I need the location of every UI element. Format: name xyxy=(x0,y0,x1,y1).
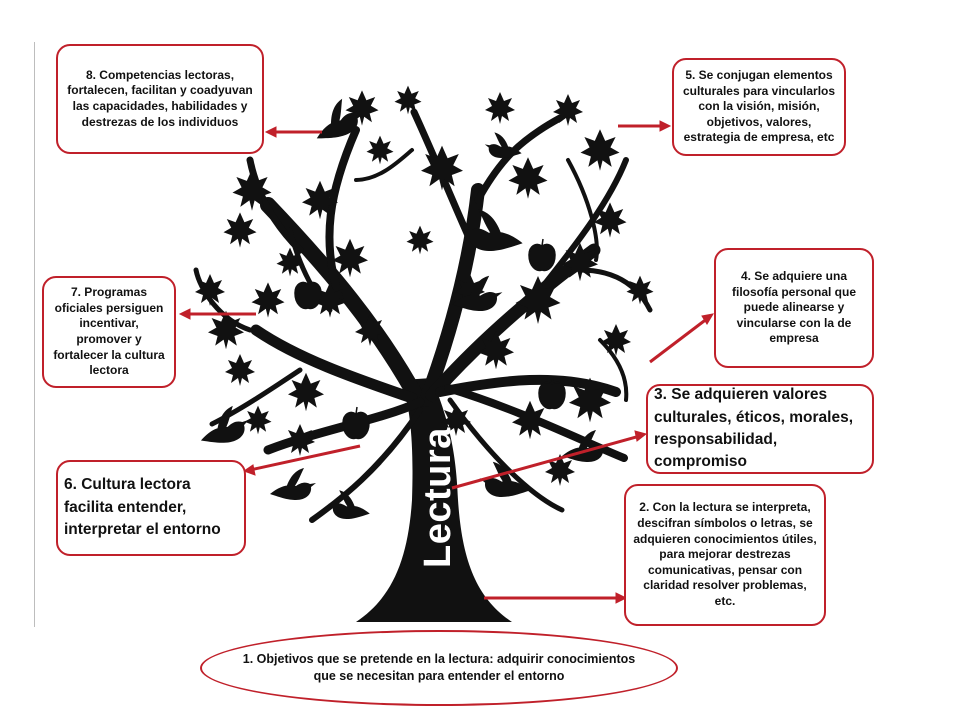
box-8-text: 8. Competencias lectoras, fortalecen, fa… xyxy=(67,67,253,129)
oval-1-objetivos: 1. Objetivos que se pretende en la lectu… xyxy=(200,630,678,706)
box-4-filosofia: 4. Se adquiere una filosofía personal qu… xyxy=(714,248,874,368)
box-3-valores: 3. Se adquieren valores culturales, étic… xyxy=(646,384,874,474)
box-5-text: 5. Se conjugan elementos culturales para… xyxy=(682,68,836,145)
box-2-interpreta: 2. Con la lectura se interpreta, descifr… xyxy=(624,484,826,626)
trunk-label: Lectura xyxy=(417,427,459,568)
box-4-text: 4. Se adquiere una filosofía personal qu… xyxy=(731,269,857,346)
box-6-cultura: 6. Cultura lectora facilita entender, in… xyxy=(56,460,246,556)
box-5-conjugan: 5. Se conjugan elementos culturales para… xyxy=(672,58,846,156)
box-3-text: 3. Se adquieren valores culturales, étic… xyxy=(654,386,854,471)
box-2-text: 2. Con la lectura se interpreta, descifr… xyxy=(633,500,817,608)
tree-trunk xyxy=(356,378,512,622)
box-7-programas: 7. Programas oficiales persiguen incenti… xyxy=(42,276,176,388)
box-8-competencias: 8. Competencias lectoras, fortalecen, fa… xyxy=(56,44,264,154)
box-7-text: 7. Programas oficiales persiguen incenti… xyxy=(53,285,165,378)
left-margin-rule xyxy=(34,42,35,627)
box-6-text: 6. Cultura lectora facilita entender, in… xyxy=(64,476,221,539)
connector-arrows xyxy=(178,120,714,604)
oval-1-text: 1. Objetivos que se pretende en la lectu… xyxy=(242,652,636,683)
